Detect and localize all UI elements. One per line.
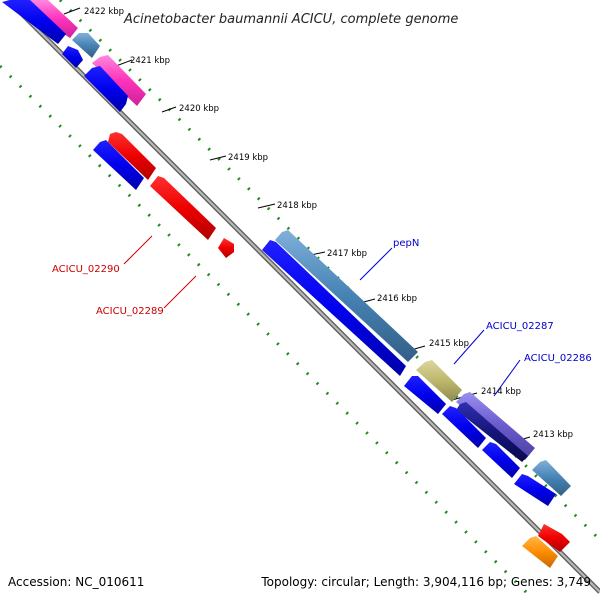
gene-label-acicu-02289: ACICU_02289 xyxy=(96,306,164,317)
gene-red-feature xyxy=(218,238,234,258)
tick-label: 2417 kbp xyxy=(327,249,367,259)
callout-line xyxy=(163,275,197,309)
tick-label: 2416 kbp xyxy=(377,294,417,304)
tick-label: 2419 kbp xyxy=(228,153,268,163)
tick-label: 2420 kbp xyxy=(179,104,219,114)
cds-feature xyxy=(514,474,556,506)
accession-label: Accession: NC_010611 xyxy=(8,575,144,589)
cds-feature xyxy=(2,0,66,44)
tick-label: 2418 kbp xyxy=(277,201,317,211)
callout-line xyxy=(359,247,393,281)
gene-navy-feature xyxy=(456,402,528,462)
cds-feature xyxy=(93,140,144,190)
tick-labels: 2422 kbp 2421 kbp 2420 kbp 2419 kbp 2418… xyxy=(84,7,573,440)
cds-feature xyxy=(442,406,486,448)
gene-labels: pepN ACICU_02287 ACICU_02286 ACICU_02290… xyxy=(52,235,592,397)
forward-strand-features xyxy=(20,0,571,496)
cds-feature xyxy=(262,240,406,376)
tick-label: 2421 kbp xyxy=(130,56,170,66)
gene-steel-feature xyxy=(532,460,571,496)
gene-label-acicu-02290: ACICU_02290 xyxy=(52,264,120,275)
tick-mark xyxy=(257,203,276,209)
tick-mark xyxy=(63,7,81,15)
map-title: Acinetobacter baumannii ACICU, complete … xyxy=(123,12,458,27)
tick-label: 2413 kbp xyxy=(533,430,573,440)
gene-red-feature xyxy=(538,524,570,552)
gene-red-feature xyxy=(150,176,216,240)
gene-pink-feature xyxy=(92,55,146,106)
callout-line xyxy=(493,359,521,397)
tick-label: 2414 kbp xyxy=(481,387,521,397)
tick-marks xyxy=(63,7,531,445)
gene-steel-feature xyxy=(72,33,100,58)
gene-red-feature xyxy=(108,132,156,180)
cds-feature xyxy=(482,442,520,478)
gene-label-acicu-02287: ACICU_02287 xyxy=(486,321,554,332)
cds-feature xyxy=(62,46,83,68)
tick-label: 2422 kbp xyxy=(84,7,124,17)
callout-line xyxy=(453,329,485,365)
gene-khaki-feature xyxy=(416,360,462,402)
gene-label-acicu-02286: ACICU_02286 xyxy=(524,353,592,364)
tick-label: 2415 kbp xyxy=(429,339,469,349)
tick-mark xyxy=(115,59,133,67)
gene-label-pepN: pepN xyxy=(393,238,419,249)
gc-track-inner xyxy=(0,64,536,600)
gene-steel-feature xyxy=(275,230,418,362)
genome-summary: Topology: circular; Length: 3,904,116 bp… xyxy=(260,575,591,589)
callout-line xyxy=(123,235,153,265)
tick-mark xyxy=(209,155,227,161)
gc-track-outer xyxy=(58,0,600,542)
reverse-strand-features xyxy=(2,0,570,568)
tick-mark xyxy=(161,106,177,113)
gene-slate-feature xyxy=(456,392,535,460)
cds-feature xyxy=(404,376,446,414)
gene-orange-feature xyxy=(522,536,558,568)
cds-feature xyxy=(84,66,128,112)
